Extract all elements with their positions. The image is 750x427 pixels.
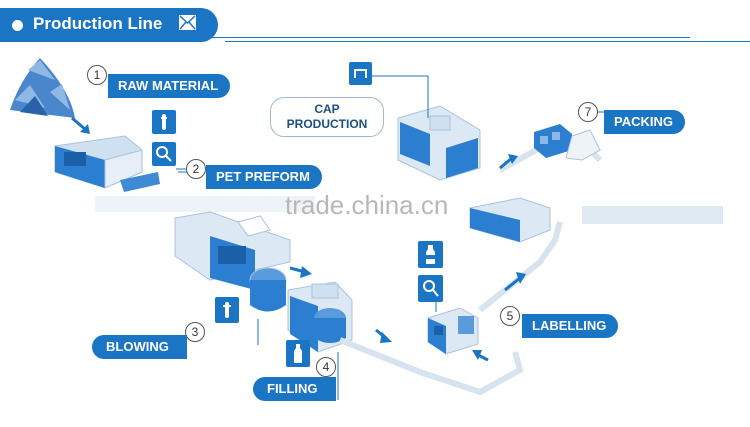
- bottle-icon: [426, 245, 435, 264]
- header-rule: [225, 41, 750, 42]
- magnifier-icon: [423, 280, 439, 297]
- preform-icon: [223, 302, 231, 318]
- labelled-bottle-icon-box: [418, 241, 443, 268]
- wrapping-machine-icon: [469, 197, 551, 243]
- cap-label-line: CAP: [314, 102, 340, 116]
- step-number: 2: [186, 159, 206, 179]
- magnifier-icon-box: [152, 142, 176, 166]
- step-number: 1: [87, 65, 107, 85]
- faded-label: [585, 206, 723, 224]
- step-number: 7: [578, 102, 598, 122]
- preform-icon: [161, 114, 167, 130]
- preform-icon-box: [152, 110, 176, 134]
- step-number: 5: [500, 306, 520, 326]
- raw-material-pellets-icon: [10, 58, 75, 118]
- bullet-dot-icon: [12, 20, 23, 31]
- cap-production-label: CAP PRODUCTION: [270, 97, 384, 137]
- cap-label-line: PRODUCTION: [286, 117, 368, 131]
- preform-machine-icon: [54, 135, 160, 192]
- envelope-icon: [179, 15, 196, 30]
- page-title: Production Line: [33, 14, 163, 33]
- cap-machine-icon: [397, 105, 481, 181]
- bottle-icon: [294, 344, 302, 363]
- step-number: 4: [316, 357, 336, 377]
- cap-icon-box: [349, 62, 372, 85]
- cap-icon: [354, 69, 367, 78]
- step-number: 3: [185, 322, 205, 342]
- packing-machine-icon: [534, 124, 601, 161]
- step-label-blowing: BLOWING: [92, 335, 187, 359]
- filling-machine-icon: [287, 281, 353, 353]
- step-label-filling: FILLING: [253, 377, 336, 401]
- bottle-icon-box: [286, 340, 310, 367]
- watermark: trade.china.cn: [285, 190, 449, 220]
- step-label-raw-material: RAW MATERIAL: [108, 74, 231, 98]
- step-label-packing: PACKING: [604, 110, 685, 134]
- header-rule: [210, 37, 690, 38]
- labelling-machine-icon: [427, 307, 479, 355]
- magnifier-icon-box: [418, 275, 443, 302]
- blowing-icon-box: [215, 297, 239, 323]
- step-label-pet-preform: PET PREFORM: [206, 165, 322, 189]
- step-label-labelling: LABELLING: [522, 314, 619, 338]
- blowing-machine-icon: [174, 211, 291, 312]
- magnifier-icon: [156, 146, 172, 162]
